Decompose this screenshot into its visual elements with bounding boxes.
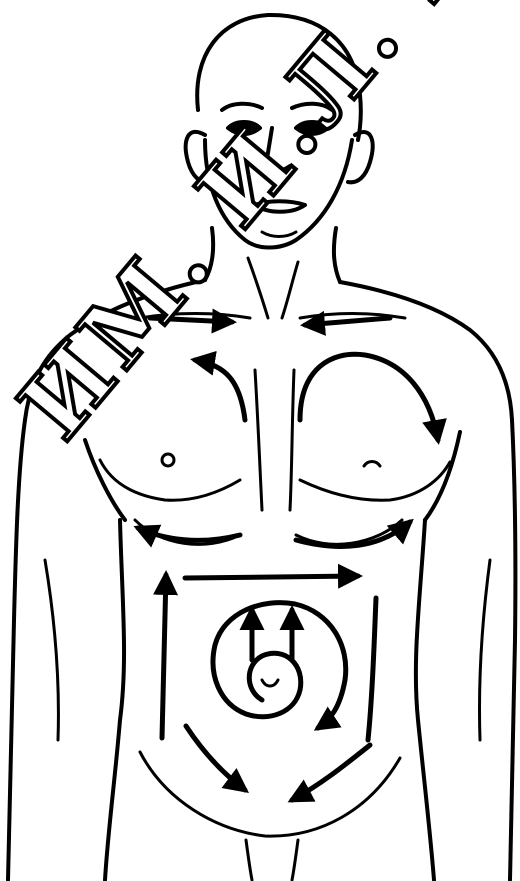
arrow-icon [185,576,358,578]
arrow-icon [368,598,376,740]
left-armpit [85,440,125,520]
neck-tendon-right [282,262,298,318]
groin-left [246,840,252,880]
arrow-icon [138,528,240,540]
sternum-left [255,370,262,510]
spiral-arrow-icon [213,603,346,728]
left-inner-arm [45,560,58,740]
arrow-icon [300,354,438,440]
right-flank [416,520,434,880]
right-inner-arm [479,560,490,740]
neck-right [334,228,340,282]
arrow-icon [186,726,245,790]
right-nipple [364,462,380,467]
right-rib-curve [296,520,402,544]
navel [262,680,278,686]
left-nipple [162,454,174,466]
direction-arrows [138,318,438,800]
neck-tendon-left [248,258,268,318]
left-flank [105,520,124,880]
groin-right [292,840,298,880]
arrow-icon [195,360,245,420]
right-arm [510,420,515,880]
right-armpit [425,432,460,520]
left-arm [8,420,25,880]
arrow-icon [162,575,166,738]
arrow-icon [305,318,390,325]
arrow-icon [292,745,370,800]
sternum-right [290,370,294,510]
pelvis-line [140,752,400,836]
right-pectoral [300,462,450,500]
